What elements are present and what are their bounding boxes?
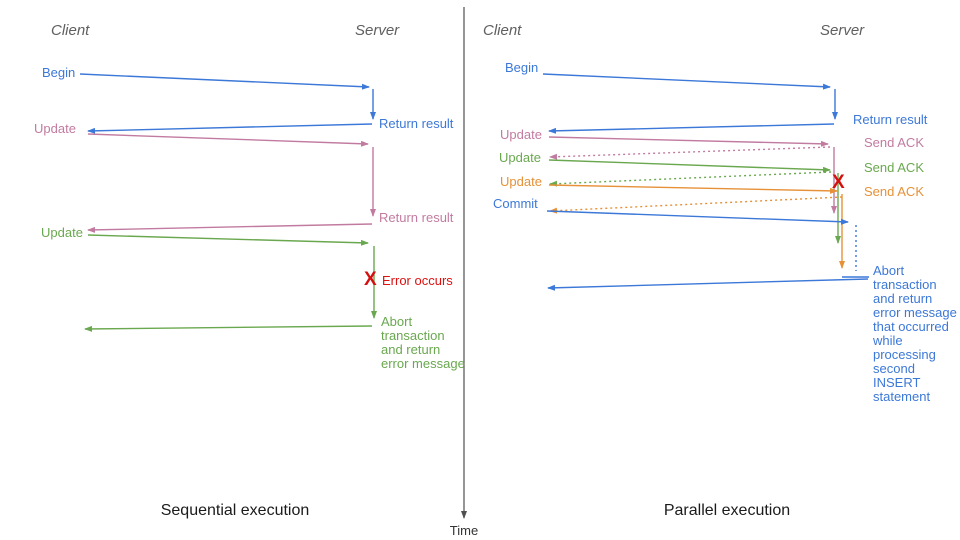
seq-update1-request-arrow — [87, 133, 369, 147]
par-update2-request-arrow — [548, 159, 831, 173]
seq-error-x-mark: X — [364, 269, 377, 290]
par-begin-label: Begin — [505, 60, 539, 75]
seq-update2-request-arrow — [87, 234, 369, 246]
seq-begin-request-arrow — [79, 73, 370, 90]
seq-server-header: Server — [355, 22, 400, 39]
par-commit-label: Commit — [493, 196, 538, 211]
par-begin-return-label: Return result — [853, 112, 928, 127]
seq-update1-return-label: Return result — [379, 210, 454, 225]
seq-update1-label: Update — [34, 121, 76, 136]
par-abort-label: Abort transaction and return error messa… — [873, 263, 957, 404]
seq-error-label: Error occurs — [382, 273, 453, 288]
seq-update1-return-arrow — [87, 223, 373, 233]
par-begin-request-arrow — [542, 73, 831, 90]
par-update3-request-arrow — [548, 184, 838, 194]
seq-caption: Sequential execution — [160, 502, 310, 519]
seq-begin-return-label: Return result — [379, 116, 454, 131]
seq-abort-return-arrow — [84, 325, 373, 332]
par-update1-label: Update — [500, 127, 542, 142]
par-update3-ack-label: Send ACK — [864, 184, 924, 199]
par-update3-label: Update — [500, 174, 542, 189]
seq-abort-label: Abort transaction and return error messa… — [381, 314, 465, 371]
seq-begin-return-arrow — [87, 123, 373, 134]
par-update1-request-arrow — [548, 136, 829, 147]
par-commit-request-arrow — [546, 210, 849, 225]
par-update2-ack-label: Send ACK — [864, 160, 924, 175]
par-server-header: Server — [820, 22, 865, 39]
time-axis-label: Time — [449, 523, 479, 538]
par-update1-ack-arrow — [549, 146, 831, 160]
par-update2-ack-arrow — [549, 171, 832, 187]
par-error-x-mark: X — [832, 172, 845, 193]
seq-client-header: Client — [51, 22, 90, 39]
seq-update2-label: Update — [41, 225, 83, 240]
par-update3-ack-arrow — [549, 196, 843, 214]
par-abort-return-arrow — [547, 278, 869, 291]
seq-begin-label: Begin — [42, 65, 76, 80]
par-update1-ack-label: Send ACK — [864, 135, 924, 150]
par-caption: Parallel execution — [663, 502, 791, 519]
par-begin-return-arrow — [548, 123, 835, 134]
par-update2-label: Update — [499, 150, 541, 165]
par-client-header: Client — [483, 22, 522, 39]
